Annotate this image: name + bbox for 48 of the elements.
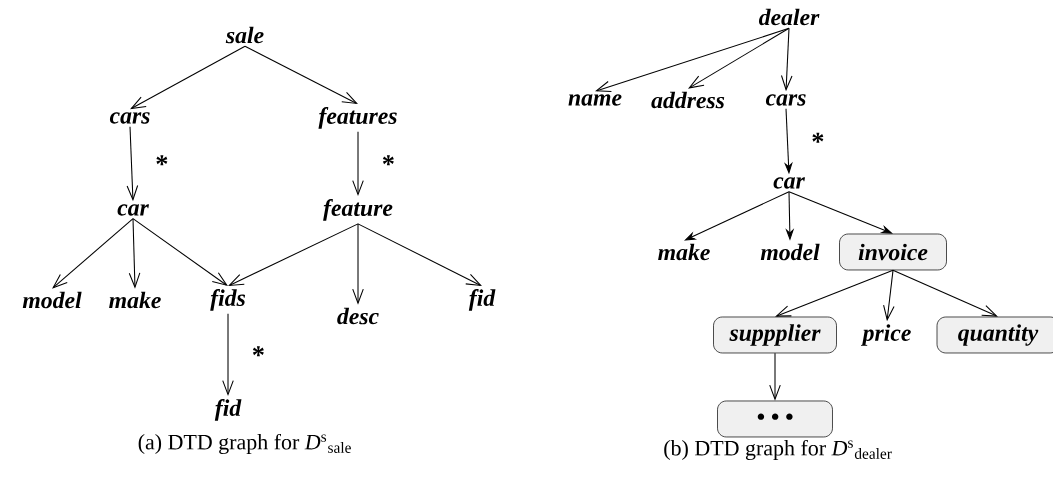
caption: (a) DTD graph for D$^{s}$sale bbox=[138, 433, 351, 455]
edge-label: * bbox=[812, 132, 824, 143]
arrow bbox=[128, 218, 141, 289]
arrow bbox=[788, 191, 893, 234]
element-label: car bbox=[117, 204, 149, 216]
arrow bbox=[52, 218, 134, 289]
arrow bbox=[780, 27, 793, 92]
element-label: fids bbox=[210, 289, 246, 311]
element-label: dealer bbox=[759, 8, 820, 26]
element-label: price bbox=[860, 324, 911, 346]
arrow bbox=[769, 352, 781, 401]
edge-label: * bbox=[156, 155, 168, 166]
arrow bbox=[126, 126, 139, 202]
element-label: desc bbox=[337, 307, 379, 325]
arrow bbox=[595, 27, 790, 93]
arrow bbox=[892, 269, 998, 317]
element-box: invoice bbox=[839, 233, 947, 271]
element-label: fid bbox=[214, 399, 242, 421]
element-label: make bbox=[658, 243, 710, 261]
element-label: model bbox=[760, 243, 820, 261]
element-label: feature bbox=[323, 199, 393, 221]
element-box: suppplier bbox=[713, 316, 837, 354]
element-label: sale bbox=[225, 26, 264, 44]
arrow bbox=[132, 218, 228, 287]
element-label: fid bbox=[468, 289, 496, 311]
arrow bbox=[357, 223, 482, 287]
arrow bbox=[352, 223, 364, 305]
arrow bbox=[688, 27, 790, 89]
edge-label: * bbox=[382, 155, 394, 166]
arrow bbox=[352, 131, 364, 197]
element-label: cars bbox=[765, 94, 806, 106]
arrow bbox=[130, 45, 246, 110]
element-box: • • • bbox=[717, 400, 833, 438]
edge-label: * bbox=[252, 346, 264, 357]
arrow bbox=[684, 191, 790, 241]
element-label: model bbox=[22, 291, 82, 309]
arrow bbox=[883, 269, 895, 322]
element-label: car bbox=[773, 177, 805, 189]
arrow bbox=[244, 45, 358, 105]
element-label: features bbox=[318, 107, 397, 129]
arrow bbox=[775, 269, 894, 317]
element-box: quantity bbox=[936, 316, 1053, 354]
element-label: address bbox=[651, 91, 725, 109]
element-label: make bbox=[109, 291, 161, 309]
arrow bbox=[222, 313, 234, 397]
arrow bbox=[228, 223, 359, 287]
element-label: name bbox=[568, 94, 622, 106]
element-label: cars bbox=[109, 112, 150, 124]
